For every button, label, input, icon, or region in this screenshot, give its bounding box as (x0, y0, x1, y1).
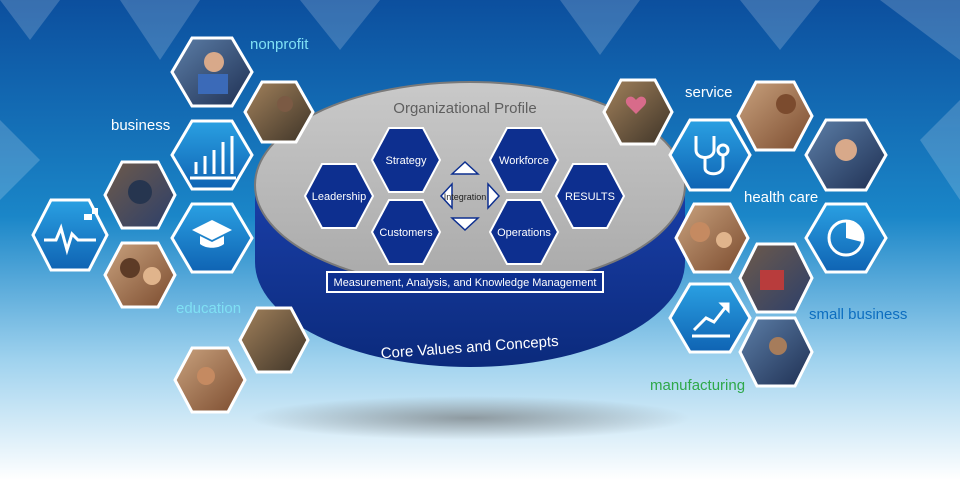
framework-drum: Organizational Profile Strategy Leadersh… (254, 81, 686, 367)
sector-label-health-care: health care (744, 189, 818, 206)
photo-manufacturing (738, 316, 814, 388)
sector-label-education: education (176, 300, 241, 317)
icon-hex-heart-rate (31, 198, 109, 272)
sector-label-small-business: small business (809, 306, 907, 323)
hex-results: RESULTS (554, 163, 626, 229)
icon-hex-bar-chart (170, 119, 254, 191)
photo-nonprofit (170, 36, 254, 108)
sector-label-business: business (111, 117, 170, 134)
photo-business (103, 160, 177, 230)
pie-chart-icon (827, 219, 865, 257)
icon-hex-graduation (170, 202, 254, 274)
background-mosaic (0, 0, 960, 200)
growth-chart-icon (692, 302, 730, 338)
hex-leadership: Leadership (303, 163, 375, 229)
stethoscope-icon (694, 136, 730, 176)
hex-workforce: Workforce (488, 127, 560, 193)
arrow-left-icon (439, 182, 453, 210)
hex-strategy: Strategy (370, 127, 442, 193)
drum-shadow (250, 396, 690, 440)
sector-label-service: service (685, 84, 733, 101)
bar-chart-icon (190, 136, 236, 180)
hex-customers-label: Customers (379, 227, 433, 239)
hex-strategy-label: Strategy (386, 155, 427, 167)
photo-education (103, 241, 177, 309)
organizational-profile-title: Organizational Profile (393, 100, 536, 117)
hex-operations: Operations (488, 199, 560, 265)
arrow-down-icon (450, 217, 480, 232)
arrow-right-icon (487, 182, 501, 210)
photo-service-2 (736, 80, 814, 152)
hex-customers: Customers (370, 199, 442, 265)
measurement-label: Measurement, Analysis, and Knowledge Man… (334, 277, 597, 289)
photo-education-3 (173, 346, 247, 414)
photo-education-2 (238, 306, 310, 374)
left-cluster (31, 36, 315, 414)
integration-arrows (439, 160, 501, 232)
heart-rate-icon (44, 223, 96, 256)
photo-service (602, 78, 674, 146)
arrow-up-icon (450, 160, 480, 175)
icon-hex-stethoscope (668, 118, 752, 192)
hex-results-label: RESULTS (565, 191, 615, 203)
photo-health-care (804, 118, 888, 192)
photo-small-business (738, 242, 814, 314)
sector-label-nonprofit: nonprofit (250, 36, 309, 53)
hex-leadership-label: Leadership (312, 191, 366, 203)
graduation-cap-icon (192, 220, 232, 248)
hex-workforce-label: Workforce (499, 155, 549, 167)
photo-nonprofit-2 (243, 80, 315, 144)
icon-hex-pie-chart (804, 202, 888, 274)
right-cluster (602, 78, 888, 388)
hex-operations-label: Operations (497, 227, 551, 239)
photo-health-care-2 (674, 202, 750, 274)
icon-hex-growth-chart (668, 282, 752, 354)
integration-label: Integration (444, 192, 487, 202)
plus-icon (84, 208, 98, 220)
sector-label-manufacturing: manufacturing (650, 377, 745, 394)
measurement-bar (326, 271, 604, 293)
